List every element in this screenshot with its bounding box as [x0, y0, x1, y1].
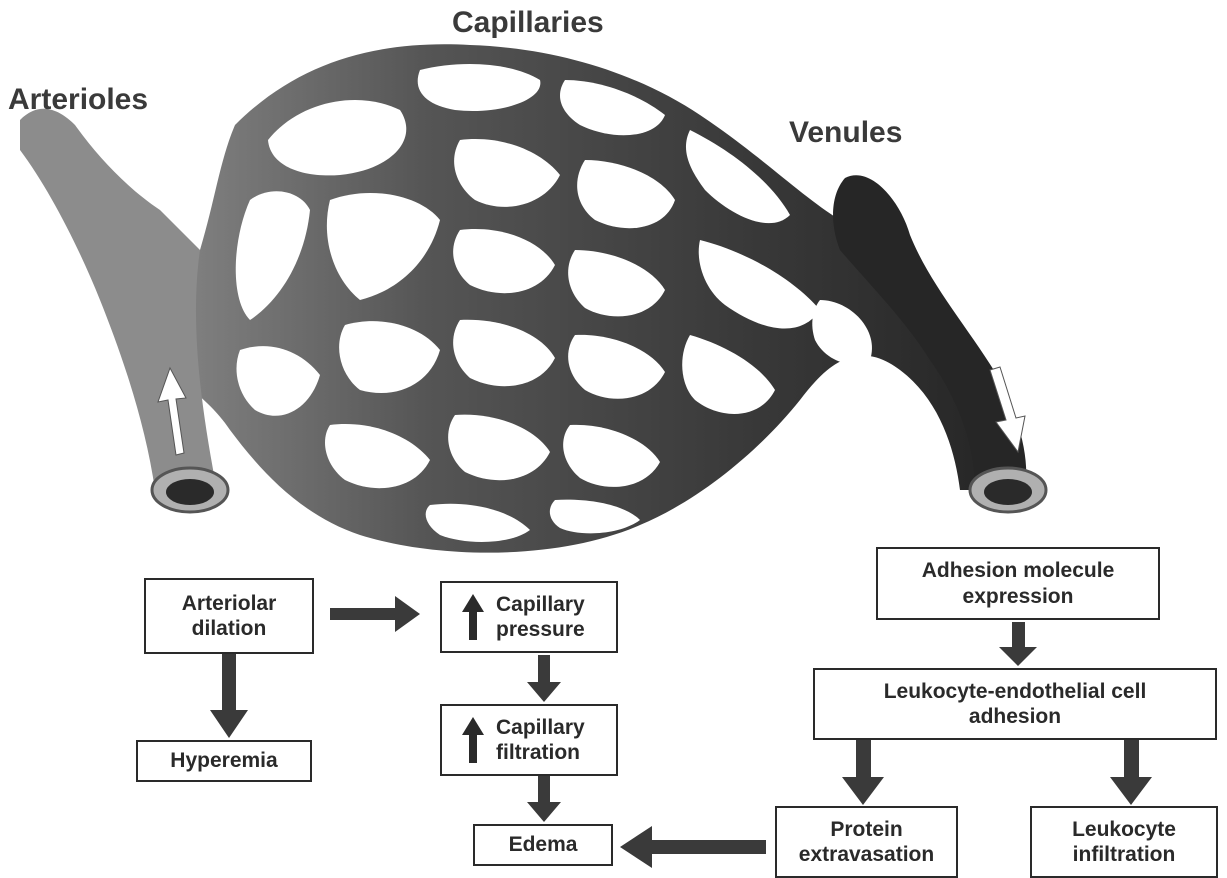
protein-extravasation-text: Protein extravasation — [787, 817, 947, 867]
leukocyte-infiltration-text: Leukocyte infiltration — [1049, 817, 1199, 867]
box-arteriolar-dilation: Arteriolar dilation — [144, 578, 314, 654]
leukocyte-adhesion-text: Leukocyte-endothelial cell adhesion — [855, 679, 1175, 729]
up-arrow-icon — [462, 717, 484, 763]
adhesion-expression-text: Adhesion molecule expression — [898, 558, 1138, 608]
capillary-pressure-text: Capillary pressure — [496, 592, 596, 642]
box-edema: Edema — [473, 824, 613, 866]
arrow-dilation-to-hyperemia — [210, 652, 248, 738]
box-protein-extravasation: Protein extravasation — [775, 806, 958, 878]
box-leukocyte-infiltration: Leukocyte infiltration — [1030, 806, 1218, 878]
box-capillary-pressure: Capillary pressure — [440, 581, 618, 653]
arrow-filtration-to-edema — [527, 775, 561, 822]
label-venules: Venules — [789, 118, 902, 148]
capillary-filtration-text: Capillary filtration — [496, 715, 596, 765]
arrow-adhesion-to-infiltration — [1110, 740, 1152, 805]
hyperemia-text: Hyperemia — [170, 748, 277, 773]
edema-text: Edema — [509, 832, 578, 857]
label-arterioles: Arterioles — [8, 85, 148, 115]
box-adhesion-molecule-expression: Adhesion molecule expression — [876, 547, 1160, 620]
arteriole-vessel — [20, 109, 215, 490]
arrow-extravasation-to-edema — [620, 826, 766, 868]
label-capillaries: Capillaries — [452, 8, 604, 38]
arrow-pressure-to-filtration — [527, 655, 561, 702]
box-leukocyte-endothelial-adhesion: Leukocyte-endothelial cell adhesion — [813, 668, 1217, 740]
box-hyperemia: Hyperemia — [136, 740, 312, 782]
arrow-expression-to-adhesion — [999, 622, 1037, 666]
up-arrow-icon — [462, 594, 484, 640]
arrow-adhesion-to-extravasation — [842, 740, 884, 805]
arteriolar-dilation-text: Arteriolar dilation — [169, 591, 289, 641]
box-capillary-filtration: Capillary filtration — [440, 704, 618, 776]
arrow-dilation-to-pressure — [330, 596, 420, 632]
